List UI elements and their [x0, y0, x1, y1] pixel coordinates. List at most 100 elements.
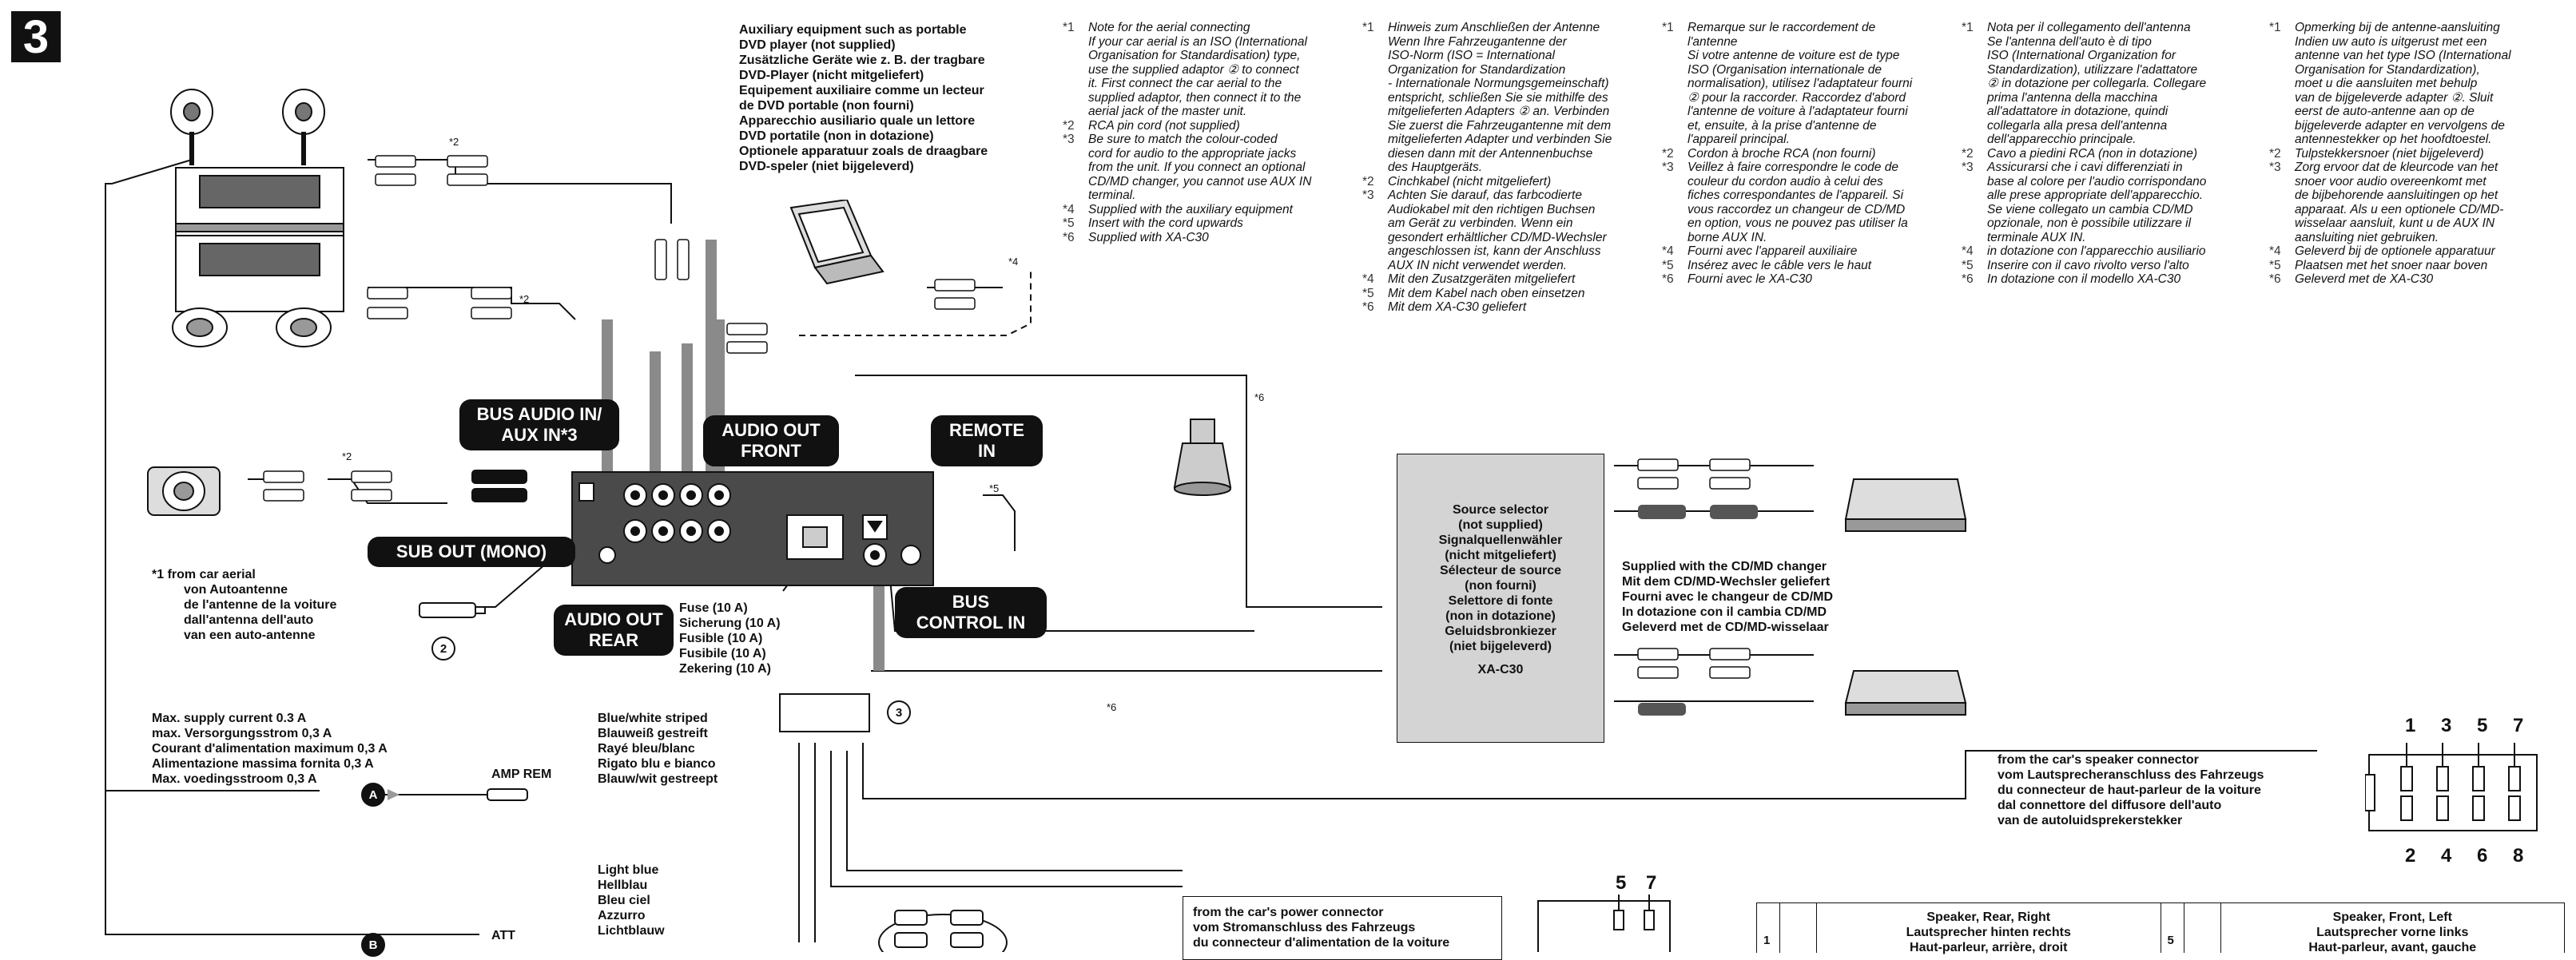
note-line: cord for audio to the appropriate jacks	[1063, 147, 1358, 161]
note-text: alle prese appropriate dell'apparecchio.	[1987, 188, 2204, 202]
note-text: mitgelieferten Adapter und verbinden Sie	[1388, 133, 1612, 146]
note-text: Mit den Zusatzgeräten mitgeliefert	[1388, 272, 1576, 286]
note-line: ② pour la raccorder. Raccordez d'abord	[1662, 91, 1958, 105]
amp-rem-label: AMP REM	[491, 768, 552, 781]
note-marker: *5	[1063, 216, 1075, 230]
note-line: antenne van het type ISO (International	[2269, 49, 2573, 63]
note-line: all'adattatore in dotazione, quindi	[1962, 105, 2265, 119]
note-marker	[1362, 133, 1383, 147]
note-marker: *1	[1962, 21, 1974, 34]
note-marker: *3	[1962, 161, 1974, 174]
note-marker	[1662, 35, 1683, 50]
note-line: Standardization), utilizzare l'adattator…	[1962, 63, 2265, 77]
note-text: entspricht, schließen Sie sie mithilfe d…	[1388, 90, 1608, 105]
note-text: Supplied with the auxiliary equipment	[1088, 202, 1293, 216]
note-text: apparaat. Als u een optionele CD/MD-	[2295, 202, 2504, 216]
note-text: collegarla alla presa dell'antenna	[1987, 118, 2168, 133]
note-text: van de bijgeleverde adapter ②. Sluit	[2295, 90, 2494, 105]
note-line: Se viene collegato un cambia CD/MD	[1962, 203, 2265, 217]
note-text: Sie zuerst die Fahrzeugantenne mit dem	[1388, 118, 1612, 133]
note-marker	[2269, 231, 2290, 245]
note-marker	[1362, 119, 1383, 133]
amplifier-speaker-illustration	[170, 89, 344, 347]
note-marker: *2	[1063, 118, 1075, 133]
note-marker	[1063, 77, 1083, 91]
note-text: ISO (International Organization for	[1987, 49, 2176, 62]
note-text: Organization for Standardization	[1388, 62, 1566, 77]
cord-mark-5: *5	[989, 482, 1000, 494]
note-text: borne AUX IN.	[1688, 230, 1767, 244]
cd-changer-2	[1844, 670, 1967, 704]
note-text: dell'apparecchio principale.	[1987, 133, 2137, 146]
remote-control-illustration	[1173, 419, 1232, 496]
note-marker	[2269, 35, 2290, 50]
note-marker	[1362, 35, 1383, 50]
note-marker	[2269, 77, 2290, 91]
note-text: ② pour la raccorder. Raccordez d'abord	[1688, 90, 1906, 105]
cord-mark-6-bottom: *6	[1107, 701, 1117, 713]
note-line: des Hauptgeräts.	[1362, 161, 1658, 175]
note-line: couleur du cordon audio à celui des	[1662, 175, 1958, 189]
att-wire	[105, 184, 479, 935]
note-marker: *4	[1962, 244, 1974, 258]
note-line: Se l'antenna dell'auto è di tipo	[1962, 35, 2265, 50]
note-line: Organisation for Standardisation) type,	[1063, 49, 1358, 63]
note-line: Wenn Ihre Fahrzeugantenne der	[1362, 35, 1658, 50]
note-line: l'appareil principal.	[1662, 133, 1958, 147]
note-marker	[2269, 175, 2290, 189]
note-line: prima l'antenna della macchina	[1962, 91, 2265, 105]
note-marker	[1362, 91, 1383, 105]
cord-mark-2-top: *2	[449, 136, 459, 148]
note-text: it. First connect the car aerial to the	[1088, 77, 1282, 90]
note-marker: *1	[1662, 21, 1674, 34]
note-text: Indien uw auto is uitgerust met een	[2295, 34, 2487, 49]
note-marker: *6	[1362, 300, 1374, 314]
note-text: In dotazione con il modello XA-C30	[1987, 272, 2181, 286]
note-text: mitgelieferten Adapters ② an. Verbinden	[1388, 105, 1610, 118]
note-text: Note for the aerial connecting	[1088, 21, 1250, 34]
note-marker: *3	[2269, 161, 2281, 174]
note-marker	[1962, 188, 1982, 203]
note-text: prima l'antenna della macchina	[1987, 90, 2158, 105]
note-marker	[2269, 49, 2290, 63]
note-marker: *4	[1662, 244, 1674, 258]
note-text: couleur du cordon audio à celui des	[1688, 174, 1883, 188]
note-marker	[1662, 203, 1683, 217]
note-text: vous raccordez un changeur de CD/MD	[1688, 202, 1906, 216]
note-line: terminale AUX IN.	[1962, 231, 2265, 245]
note-text: diesen dann mit der Antennenbuchse	[1388, 146, 1593, 161]
note-line: apparaat. Als u een optionele CD/MD-	[2269, 203, 2573, 217]
note-text: ISO (Organisation internationale de	[1688, 62, 1882, 77]
note-text: Zorg ervoor dat de kleurcode van het	[2295, 161, 2498, 174]
note-line: de bijbehorende aansluitingen op het	[2269, 188, 2573, 203]
cord-mark-4: *4	[1008, 256, 1019, 268]
note-text: terminale AUX IN.	[1987, 230, 2086, 244]
cd-changer-illustrations	[1844, 478, 1967, 716]
note-text: aerial jack of the master unit.	[1088, 105, 1247, 118]
note-line: aansluiting niet gebruiken.	[2269, 231, 2573, 245]
note-line: *1 Nota per il collegamento dell'antenna	[1962, 21, 2265, 35]
note-marker: *6	[2269, 272, 2281, 286]
note-text: Veillez à faire correspondre le code de	[1688, 161, 1898, 174]
note-text: Nota per il collegamento dell'antenna	[1987, 21, 2191, 34]
note-marker	[1362, 49, 1383, 63]
note-marker	[2269, 105, 2290, 119]
note-marker: *1	[2269, 21, 2281, 34]
note-marker: *1	[1063, 21, 1075, 34]
